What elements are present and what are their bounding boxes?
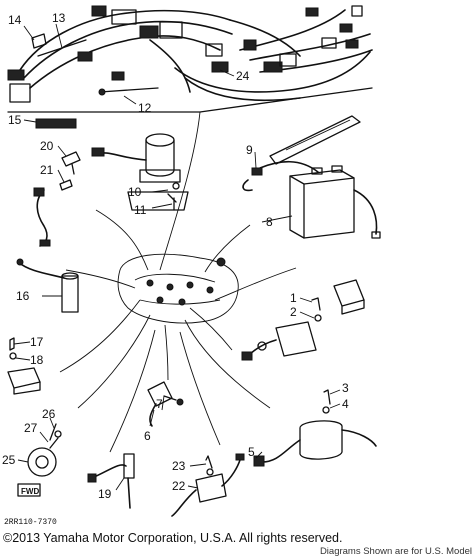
sensor-switch [33,151,81,247]
callout-16: 16 [16,289,30,303]
callout-27: 27 [24,421,38,435]
relay-mount [7,337,41,395]
callout-14: 14 [8,13,22,27]
tail-switch [171,453,245,517]
callout-20: 20 [40,139,54,153]
brake-switch [87,453,135,509]
us-model-note: Diagrams Shown are for U.S. Model [319,546,472,557]
regulator [241,279,365,361]
callout-numbers: 14 13 12 15 24 20 21 9 10 11 8 16 1 2 17… [2,11,349,501]
copyright-text: ©2013 Yamaha Motor Corporation, U.S.A. A… [3,531,343,545]
neutral-switch [147,381,184,427]
callout-22: 22 [172,479,186,493]
callout-21: 21 [40,163,54,177]
battery [289,165,381,239]
callout-3: 3 [342,381,349,395]
callout-19: 19 [98,487,112,501]
callout-12: 12 [138,101,152,115]
callout-15: 15 [8,113,22,127]
callout-8: 8 [266,215,273,229]
callout-4: 4 [342,397,349,411]
main-switch [91,133,189,211]
callout-24: 24 [236,69,250,83]
callout-1: 1 [290,291,297,305]
callout-18: 18 [30,353,44,367]
battery-cable [242,160,319,192]
callout-5: 5 [248,445,255,459]
starter-relay [16,258,79,313]
callout-26: 26 [42,407,56,421]
wire-harness [7,5,373,129]
callout-leaders [13,23,341,491]
callout-spoke-lines [59,111,297,453]
callout-23: 23 [172,459,186,473]
callout-9: 9 [246,143,253,157]
callout-17: 17 [30,335,44,349]
callout-13: 13 [52,11,66,25]
callout-2: 2 [290,305,297,319]
battery-strap [269,115,361,165]
drawing-code: 2RR110-7370 [4,518,57,527]
callout-11: 11 [134,203,147,217]
ignition-coil [253,389,377,467]
callout-10: 10 [128,185,142,199]
callout-6: 6 [144,429,151,443]
fwd-label: FWD [21,487,39,496]
callout-25: 25 [2,453,16,467]
callout-7: 7 [156,397,163,411]
